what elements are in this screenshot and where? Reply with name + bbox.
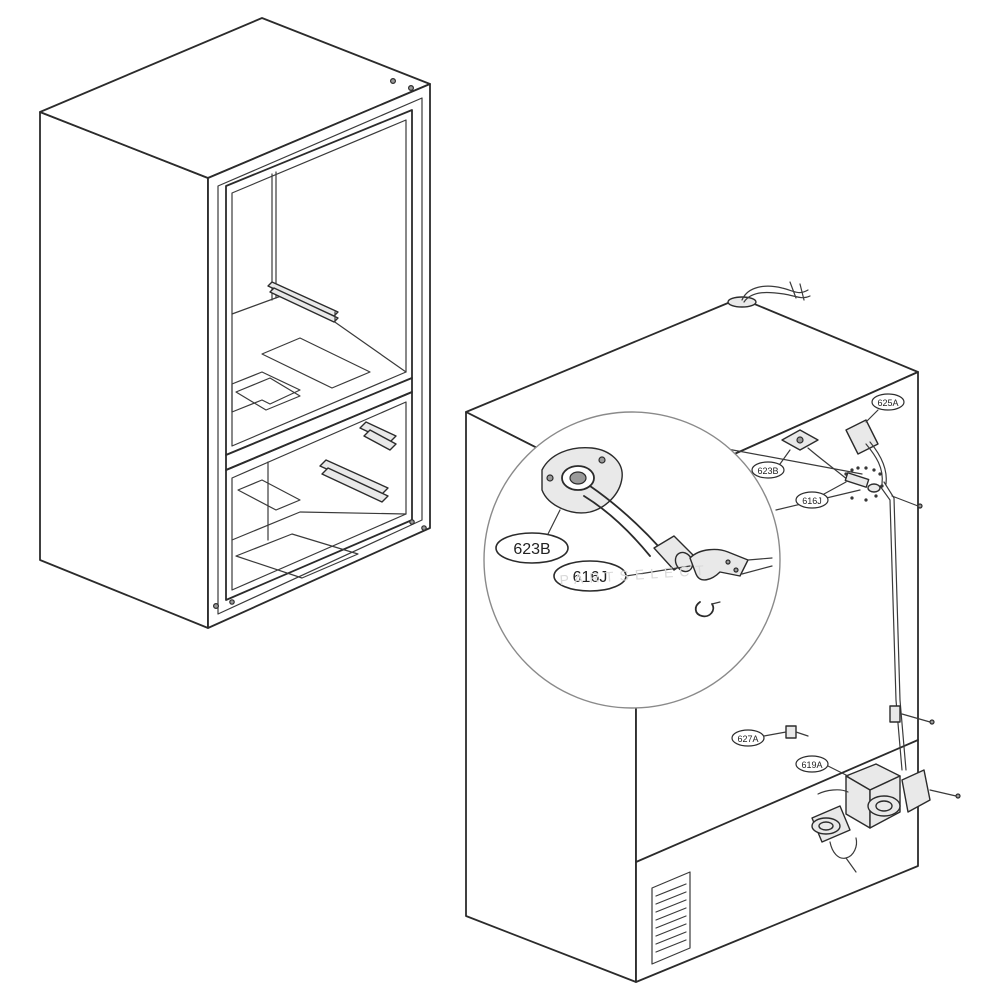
svg-text:623B: 623B — [513, 541, 550, 558]
svg-text:616J: 616J — [573, 569, 608, 586]
callout-625A: 625A — [865, 393, 905, 423]
svg-text:619A: 619A — [801, 760, 822, 770]
power-cord — [727, 281, 811, 308]
svg-text:625A: 625A — [877, 398, 898, 408]
callout-616J-small: 616J — [795, 481, 847, 509]
svg-text:623B: 623B — [757, 466, 778, 476]
detail-magnifier — [483, 411, 781, 709]
lower-compartment — [225, 391, 413, 601]
svg-text:616J: 616J — [802, 496, 822, 506]
callout-623B-large: 623B — [495, 532, 569, 564]
vent-grille — [651, 871, 691, 965]
water-line-assembly — [781, 419, 935, 771]
callout-616J-large: 616J — [553, 560, 627, 592]
callout-623B-small: 623B — [751, 449, 791, 479]
callout-619A: 619A — [795, 755, 849, 777]
svg-text:627A: 627A — [737, 734, 758, 744]
highlight-dots — [844, 466, 884, 502]
callout-627A: 627A — [731, 729, 787, 747]
water-valve-assembly — [811, 763, 961, 873]
front-cabinet-view — [39, 17, 431, 629]
